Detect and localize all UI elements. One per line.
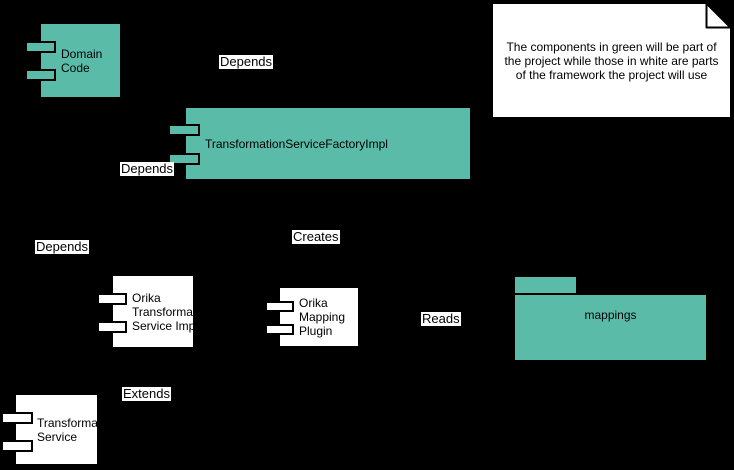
edge-label-depends-left[interactable]: Depends xyxy=(35,239,90,254)
component-orika-transformation-service-impl[interactable]: Orika Transformation Service Impl xyxy=(97,276,193,347)
component-tab-icon xyxy=(1,440,33,452)
package-body: mappings xyxy=(515,295,706,360)
component-transformation-service-factory-impl[interactable]: TransformationServiceFactoryImpl xyxy=(168,108,470,179)
component-label: Transformation Service xyxy=(37,415,97,444)
note-shape-icon xyxy=(492,3,731,118)
package-label: mappings xyxy=(584,308,637,322)
component-tab-icon xyxy=(168,153,200,165)
component-label: Orika Transformation Service Impl xyxy=(132,290,193,333)
edge-label-depends-top[interactable]: Depends xyxy=(219,54,274,69)
component-orika-mapping-plugin[interactable]: Orika Mapping Plugin xyxy=(265,288,358,346)
edge-label-extends[interactable]: Extends xyxy=(122,386,171,401)
component-tab-icon xyxy=(97,321,127,333)
component-tab-icon xyxy=(168,124,200,136)
component-label: TransformationServiceFactoryImpl xyxy=(205,136,388,151)
note[interactable]: The components in green will be part of … xyxy=(492,3,731,118)
component-body: Orika Mapping Plugin xyxy=(280,288,358,346)
component-tab-icon xyxy=(97,293,127,305)
component-body: Domain Code xyxy=(41,24,120,97)
component-label: Domain Code xyxy=(61,46,103,75)
component-body: TransformationServiceFactoryImpl xyxy=(186,108,470,179)
note-text: The components in green will be part of … xyxy=(504,39,719,82)
component-domain-code[interactable]: Domain Code xyxy=(25,24,120,97)
component-tab-icon xyxy=(25,69,56,81)
component-transformation-service[interactable]: Transformation Service xyxy=(1,395,97,464)
component-label: Orika Mapping Plugin xyxy=(299,296,346,338)
component-tab-icon xyxy=(1,412,33,424)
edge-label-reads[interactable]: Reads xyxy=(421,311,461,326)
edge-label-depends-middle[interactable]: Depends xyxy=(120,161,175,176)
edge-label-creates[interactable]: Creates xyxy=(292,229,340,244)
component-tab-icon xyxy=(265,301,294,312)
component-body: Orika Transformation Service Impl xyxy=(113,276,193,347)
component-tab-icon xyxy=(265,324,294,335)
folder-tab-icon xyxy=(515,277,576,295)
component-tab-icon xyxy=(25,41,56,53)
component-body: Transformation Service xyxy=(16,395,97,464)
package-mappings[interactable]: mappings xyxy=(515,277,706,360)
